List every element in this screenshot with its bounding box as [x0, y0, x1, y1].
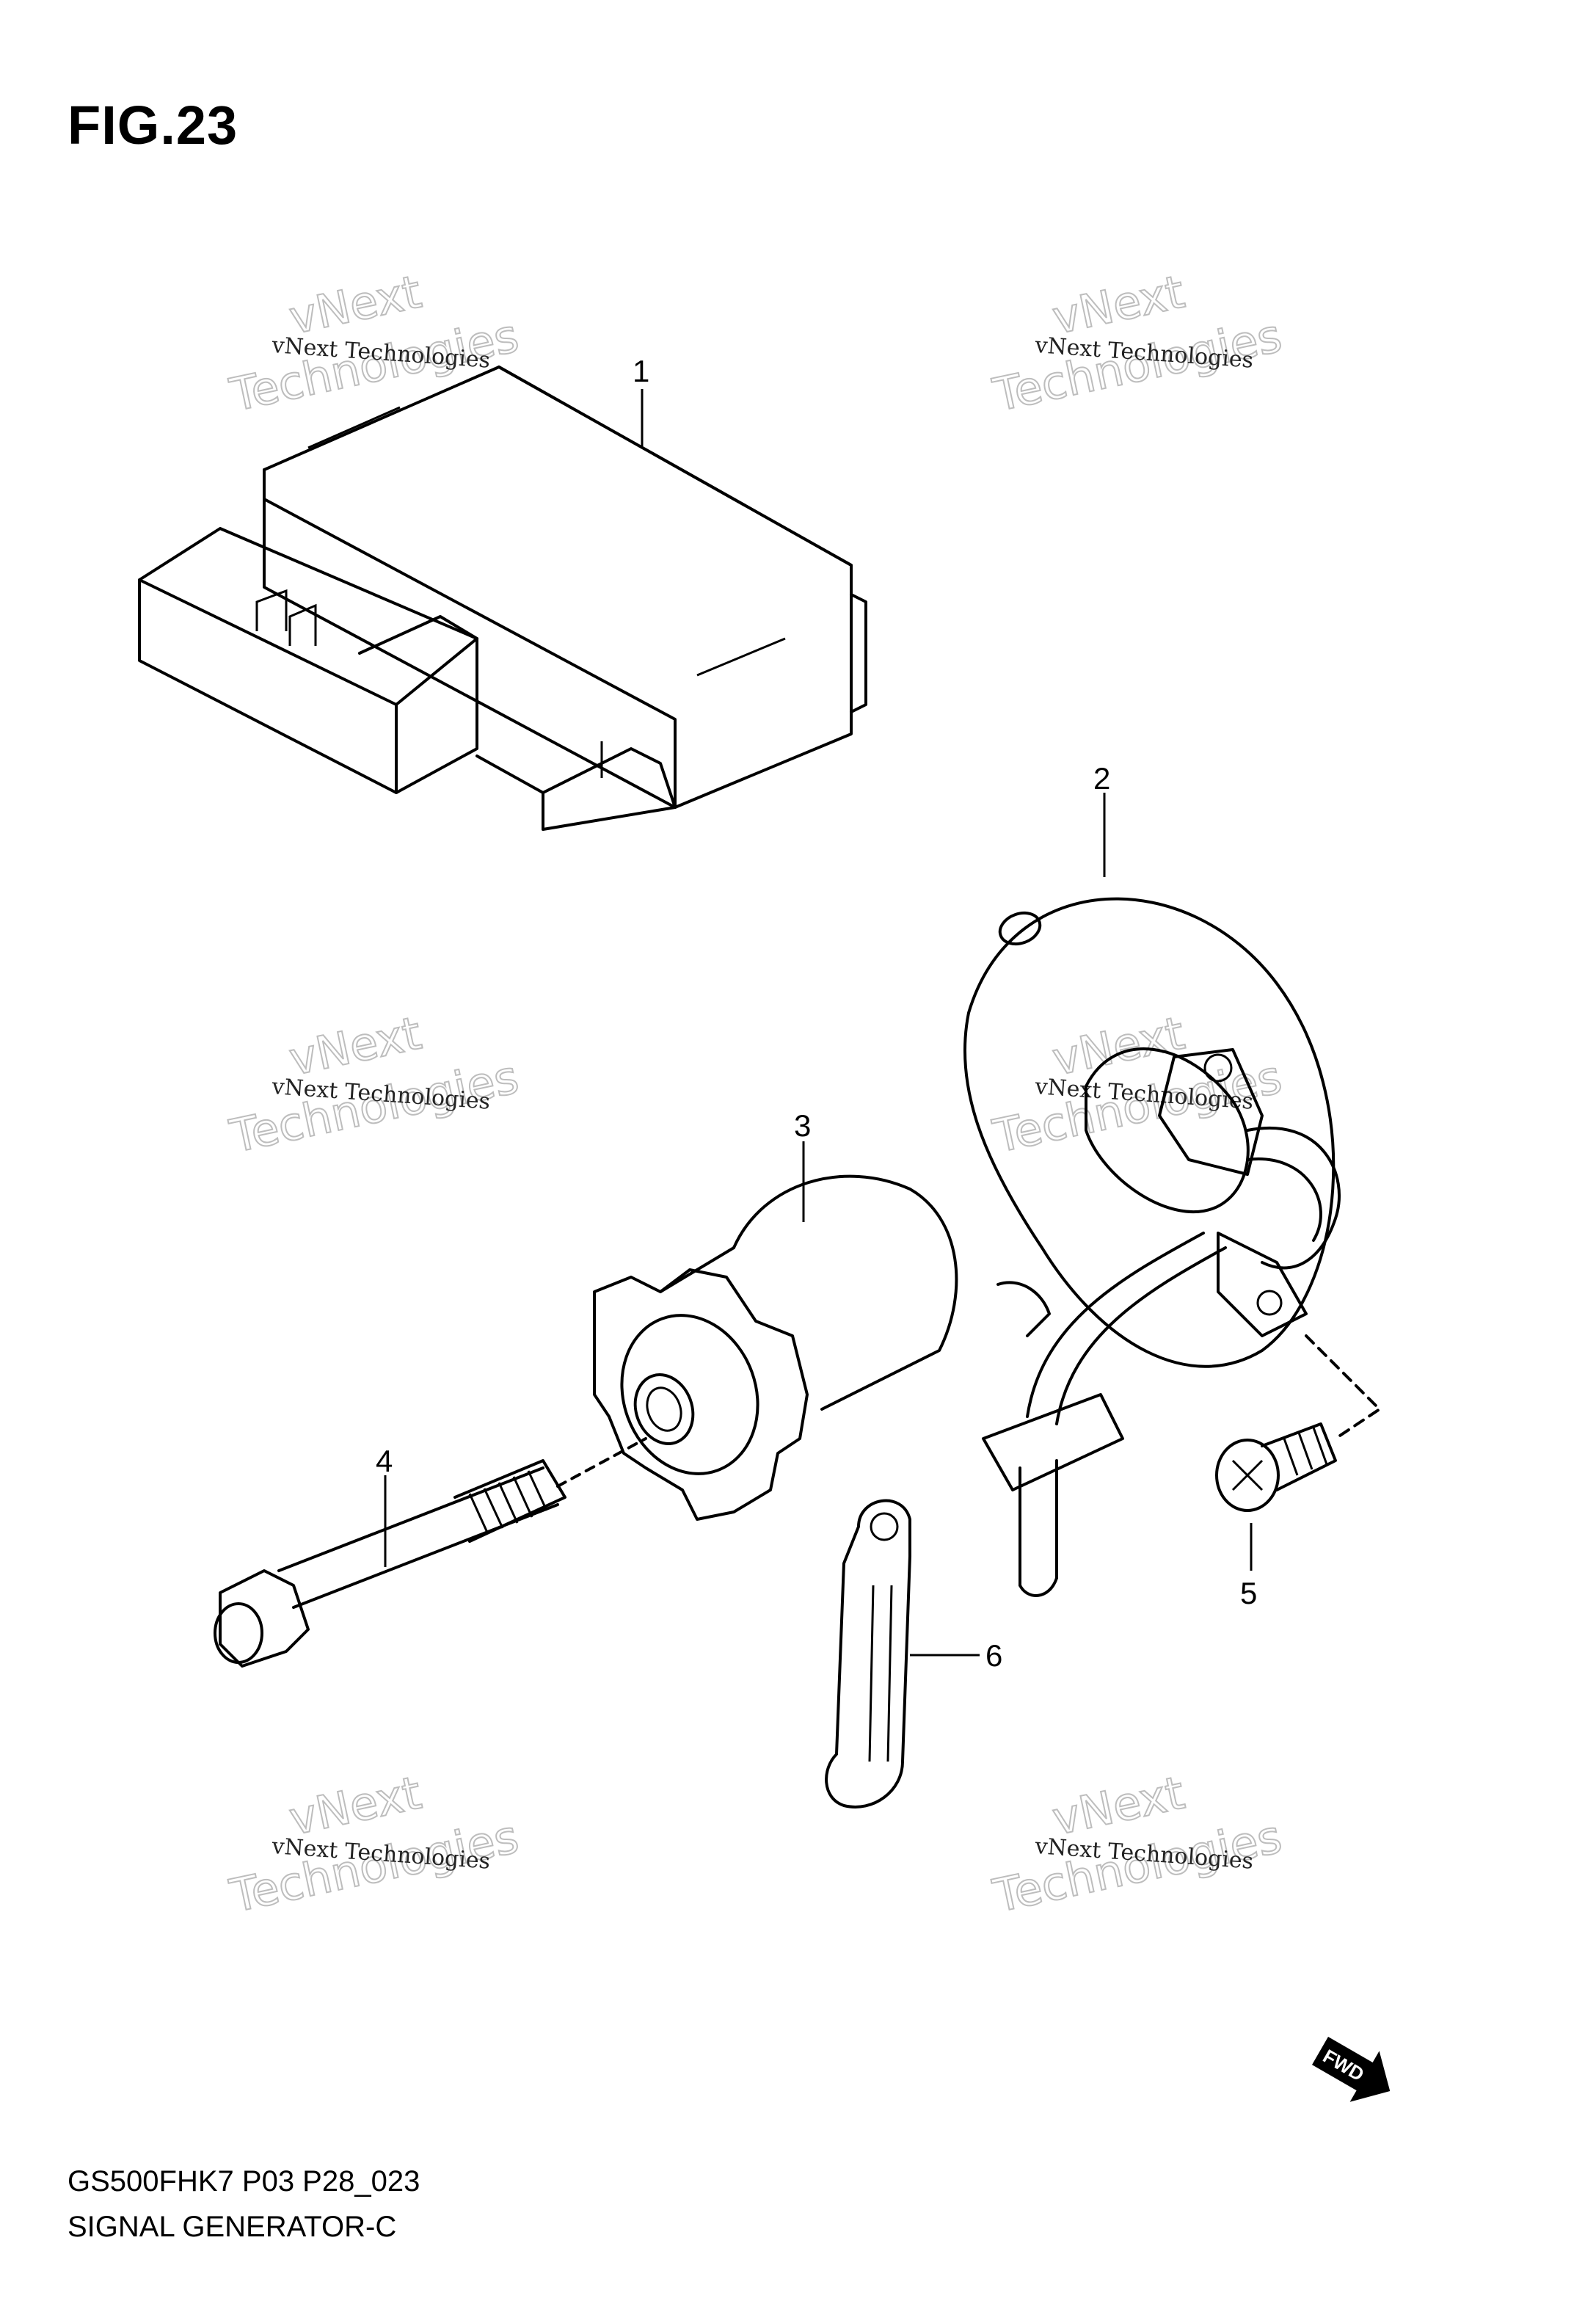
- watermark-bottom-right: vNext Technologies vNext Technologies: [988, 1765, 1287, 1924]
- watermark-bottom-left: vNext Technologies vNext Technologies: [225, 1765, 524, 1924]
- watermark-top-right: vNext Technologies vNext Technologies: [988, 264, 1287, 423]
- diagram-model-code: GS500FHK7 P03 P28_023: [68, 2165, 420, 2198]
- watermark-top-left: vNext Technologies vNext Technologies: [225, 264, 524, 423]
- callout-2: 2: [1093, 761, 1110, 796]
- diagram-name: SIGNAL GENERATOR-C: [68, 2211, 397, 2243]
- part-2-signal-generator-plate: [963, 897, 1341, 1597]
- callout-4: 4: [376, 1444, 393, 1478]
- part-4-rotor-bolt: [214, 1437, 647, 1668]
- callout-5: 5: [1240, 1576, 1257, 1610]
- callout-6: 6: [985, 1638, 1002, 1673]
- part-1-igniter-unit: [138, 366, 867, 831]
- figure-title: FIG.23: [68, 95, 238, 156]
- part-3-signal-rotor: [593, 1174, 958, 1521]
- watermark-middle-right: vNext Technologies vNext Technologies: [988, 1006, 1287, 1164]
- part-5-screw: [1215, 1334, 1381, 1512]
- fwd-arrow-icon: FWD: [1312, 2037, 1391, 2102]
- callout-3: 3: [794, 1108, 811, 1143]
- part-6-lead-wire-clamp: [825, 1499, 911, 1808]
- callout-1: 1: [633, 354, 649, 388]
- watermark-middle-left: vNext Technologies vNext Technologies: [225, 1006, 524, 1164]
- leader-lines: [384, 389, 1253, 1657]
